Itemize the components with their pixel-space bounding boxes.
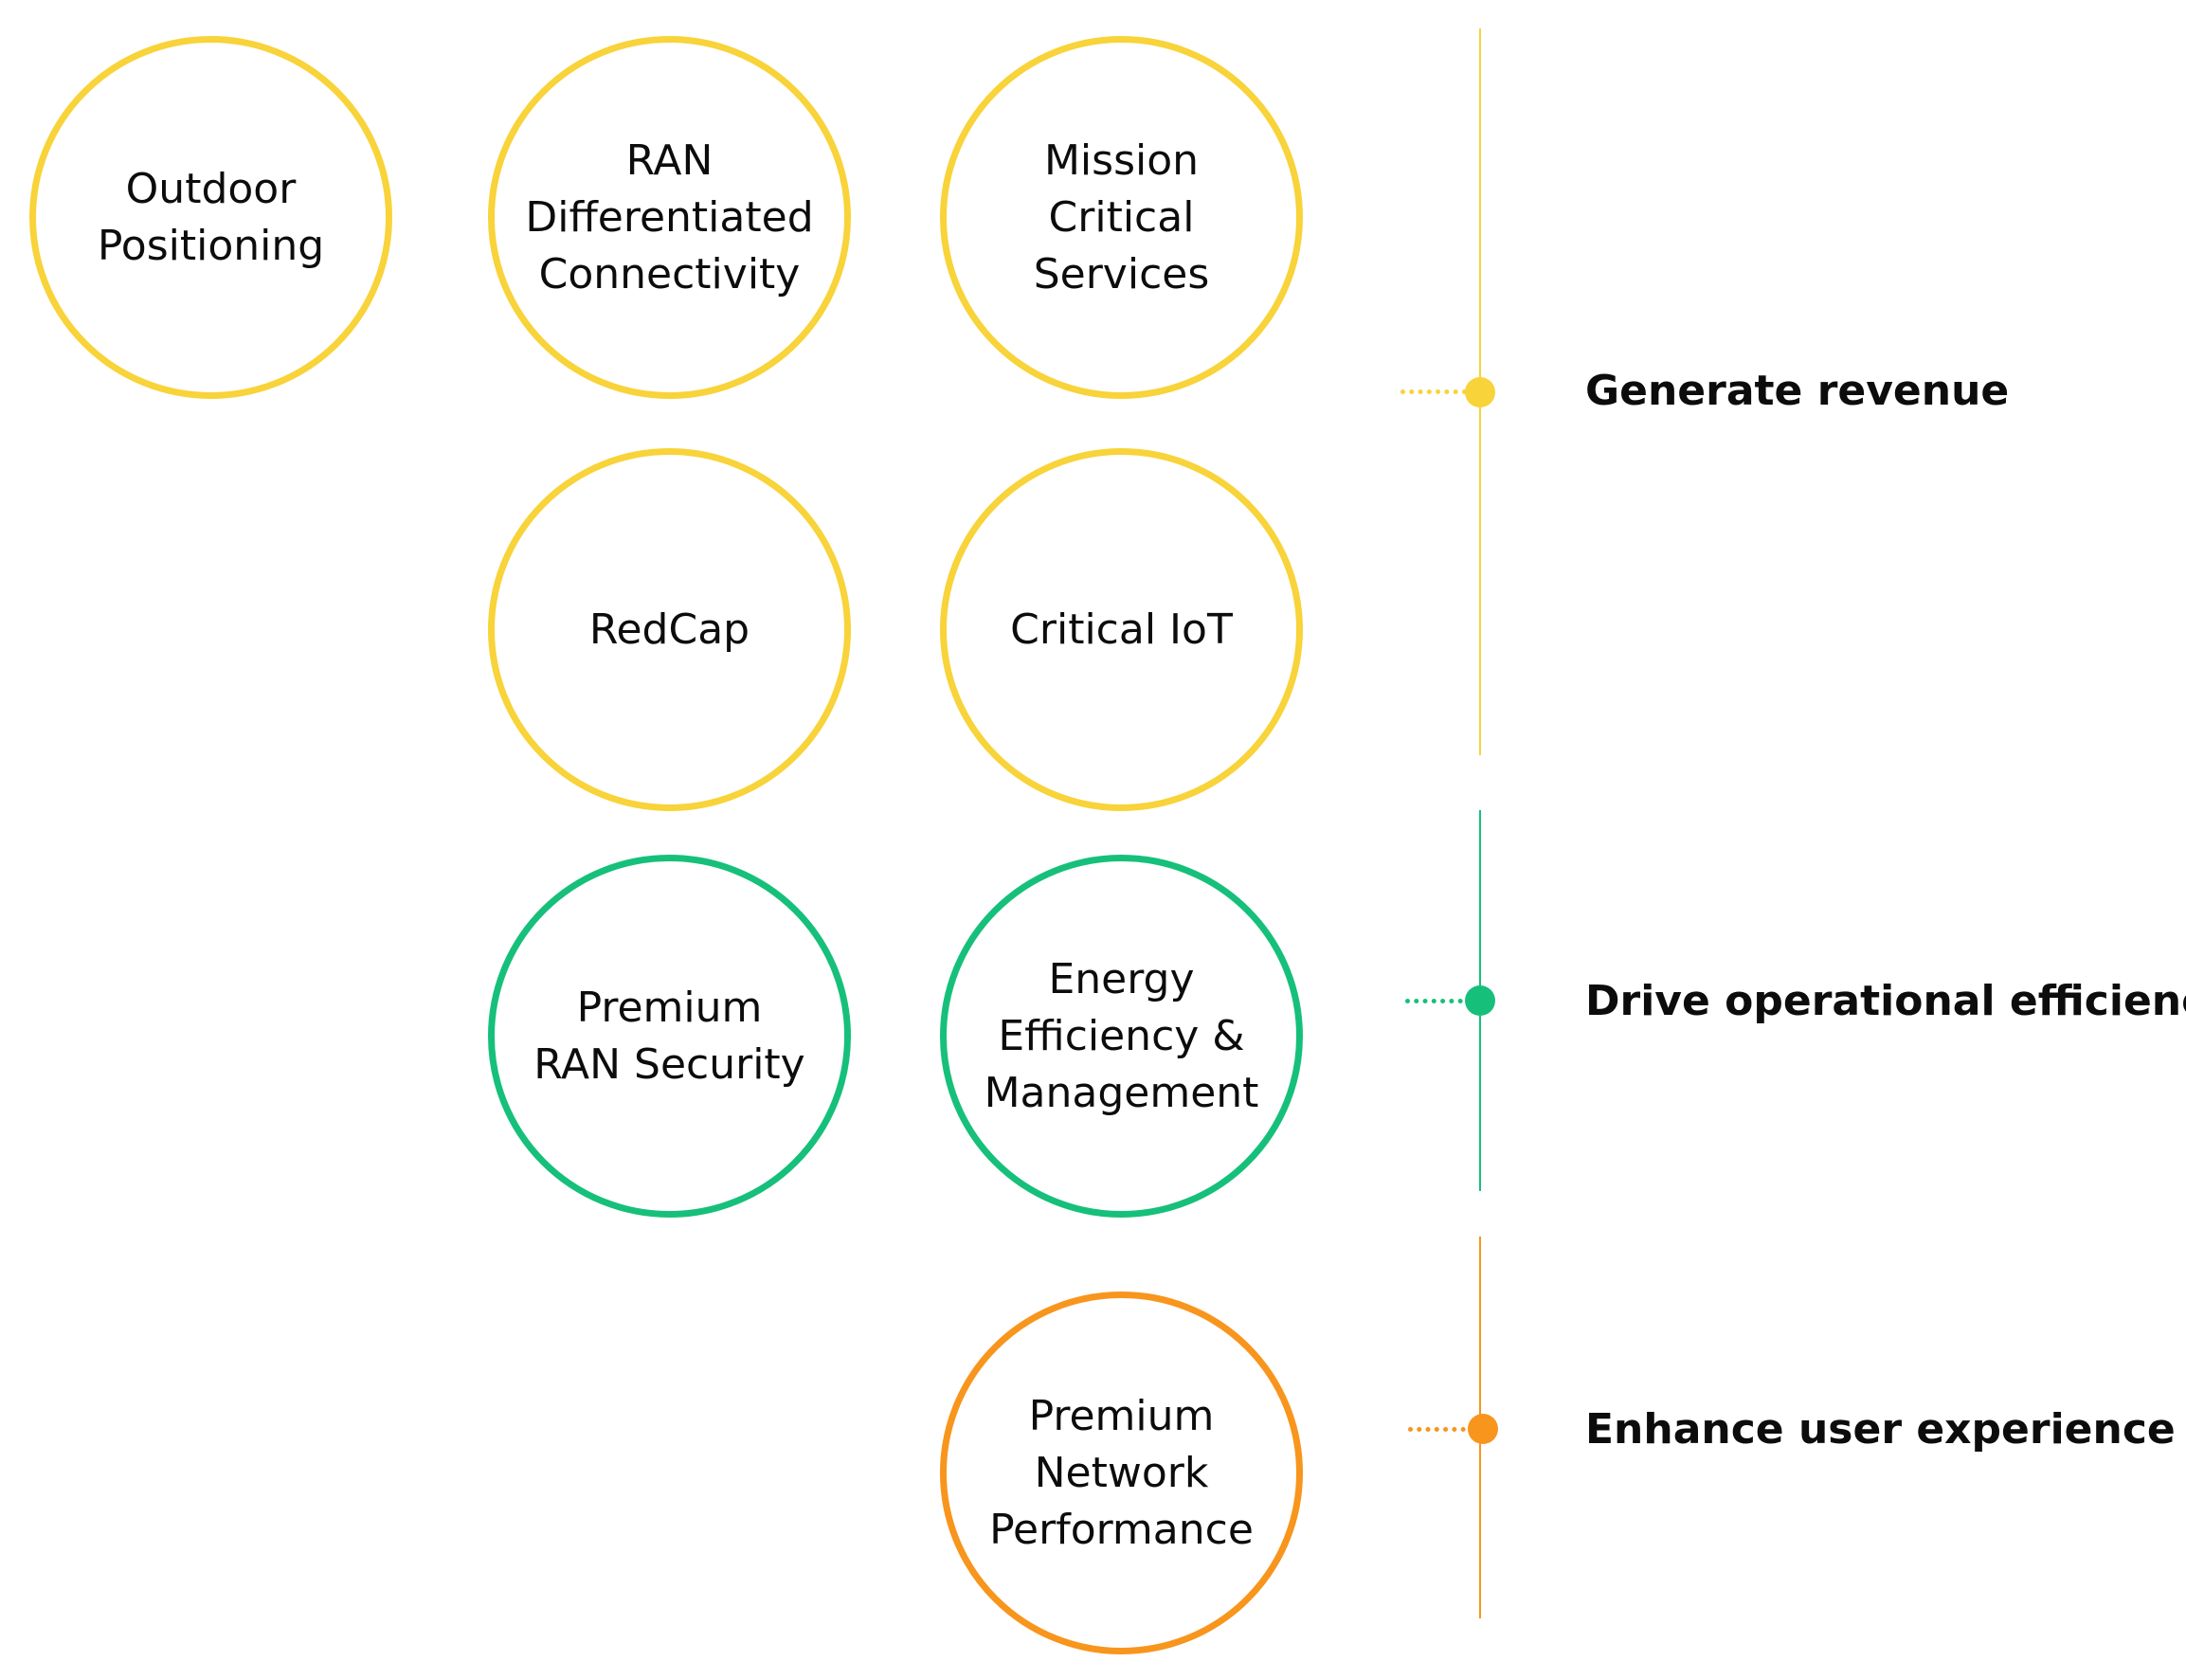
goal-generate-revenue: Generate revenue: [1585, 367, 2010, 415]
revenue-dot: [1465, 377, 1495, 407]
revenue-connector: [1400, 389, 1467, 394]
premium-ran-security-label: Premium RAN Security: [533, 983, 805, 1089]
ran-differentiated-connectivity-label: RAN Differentiated Connectivity: [525, 135, 814, 298]
energy-efficiency-management-circle: Energy Efficiency & Management: [940, 855, 1303, 1218]
premium-ran-security-circle: Premium RAN Security: [488, 855, 851, 1218]
outdoor-positioning-label: Outdoor Positioning: [97, 164, 325, 270]
critical-iot-circle: Critical IoT: [940, 448, 1303, 811]
ran-differentiated-connectivity-circle: RAN Differentiated Connectivity: [488, 36, 851, 399]
outdoor-positioning-circle: Outdoor Positioning: [29, 36, 392, 399]
critical-iot-label: Critical IoT: [1010, 605, 1233, 654]
redcap-label: RedCap: [588, 605, 750, 654]
efficiency-connector: [1405, 999, 1472, 1003]
energy-efficiency-management-label: Energy Efficiency & Management: [984, 954, 1259, 1117]
experience-connector: [1408, 1427, 1474, 1432]
goal-enhance-user-experience: Enhance user experience: [1585, 1405, 2176, 1454]
premium-network-performance-label: Premium Network Performance: [989, 1391, 1254, 1554]
mission-critical-services-label: Mission Critical Services: [1033, 135, 1210, 298]
redcap-circle: RedCap: [488, 448, 851, 811]
experience-dot: [1468, 1414, 1498, 1444]
efficiency-dot: [1465, 985, 1495, 1016]
goal-drive-operational-efficiency: Drive operational efficiency: [1585, 977, 2186, 1025]
premium-network-performance-circle: Premium Network Performance: [940, 1292, 1303, 1654]
mission-critical-services-circle: Mission Critical Services: [940, 36, 1303, 399]
